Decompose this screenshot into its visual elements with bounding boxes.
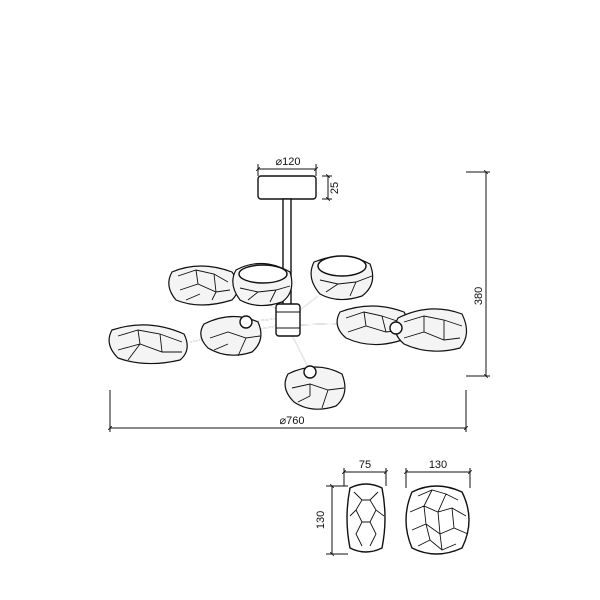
shade-bottom	[284, 365, 346, 410]
canopy	[257, 175, 317, 200]
shade-top-right	[310, 255, 374, 301]
dimension-total-height: 380	[466, 169, 490, 379]
shade-wide-width-label: 130	[429, 459, 447, 471]
canopy-diameter-label: ⌀120	[276, 156, 301, 168]
shade-left-mid	[200, 315, 262, 357]
shade-top-left	[232, 262, 293, 307]
central-hub	[275, 303, 301, 337]
dimension-canopy-diameter: ⌀120	[255, 156, 319, 176]
shade-narrow-width-label: 75	[359, 459, 371, 471]
shade-back-left	[168, 265, 239, 306]
total-height-label: 380	[473, 287, 485, 305]
canopy-height-label: 25	[329, 182, 341, 194]
shade-narrow-detail: 75 130	[315, 459, 389, 557]
shade-left-front	[108, 324, 188, 365]
shade-right-front	[389, 308, 468, 352]
chandelier-drawing	[108, 175, 468, 410]
dimension-total-diameter: ⌀760	[107, 390, 469, 432]
dimension-canopy-height: 25	[322, 173, 341, 202]
total-diameter-label: ⌀760	[280, 415, 305, 427]
shade-narrow-height-label: 130	[315, 511, 327, 529]
shade-wide-detail: 130	[403, 459, 473, 555]
